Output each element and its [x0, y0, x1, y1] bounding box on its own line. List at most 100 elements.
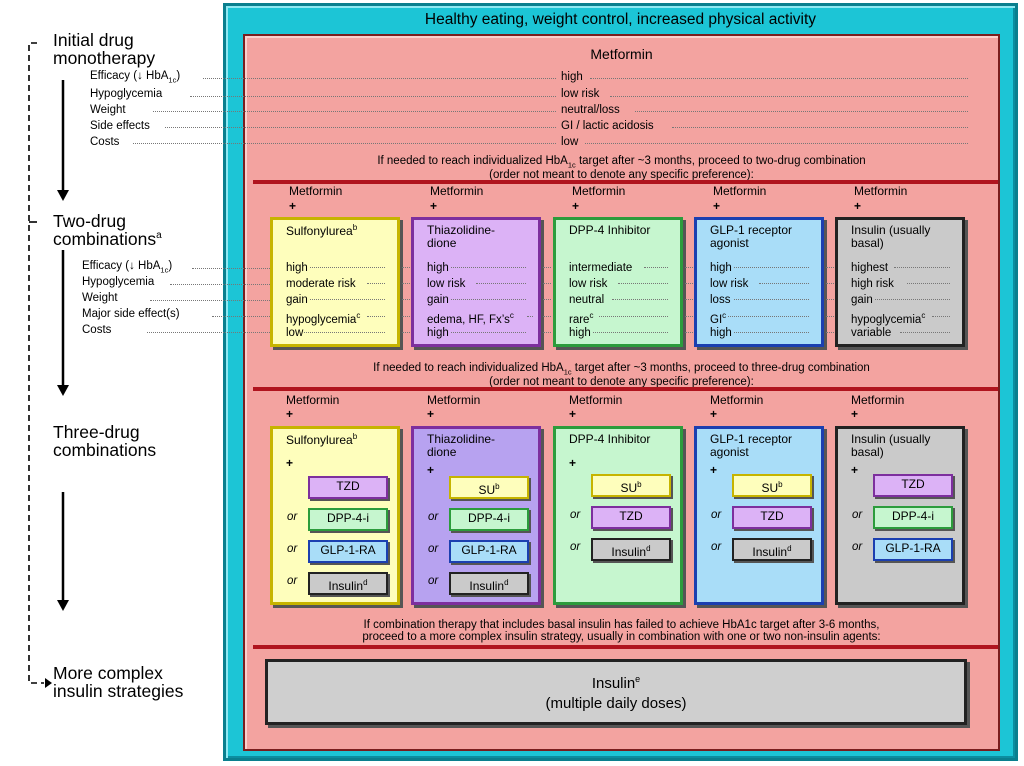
card-value: gain [427, 294, 449, 307]
card-value: low risk [710, 278, 749, 291]
stage-two-label: Two-drug combinationsa [53, 211, 162, 250]
card-value: high [427, 262, 449, 274]
or-label: or [428, 543, 439, 555]
card-value: hypoglycemiac [286, 310, 361, 326]
leader-line [685, 283, 693, 285]
card-value: variable [851, 326, 892, 339]
or-label: or [287, 543, 298, 555]
combo-metformin-label: Metformin [854, 184, 908, 198]
divider-line [253, 180, 998, 184]
leader-line [402, 331, 410, 333]
leader-line [643, 267, 668, 268]
leader-line [165, 127, 556, 128]
divider-line [253, 645, 998, 649]
combo-metformin-label: Metformin [430, 184, 484, 198]
stage-three-label: Three-drug combinations [53, 422, 157, 461]
card-title: Insulin (usually basal) [851, 223, 931, 251]
leader-line [618, 283, 668, 285]
combo-metformin-label: Metformin [713, 184, 767, 198]
or-label: or [287, 511, 298, 523]
leader-line [894, 267, 950, 268]
option-tzd-box: TZD [732, 506, 812, 529]
option-dpp-4-i-box: DPP-4-i [308, 508, 388, 531]
plus-sign: + [289, 199, 297, 213]
lifestyle-title: Healthy eating, weight control, increase… [424, 11, 817, 28]
option-glp-1-ra-box: GLP-1-RA [308, 540, 388, 563]
leader-line [543, 267, 551, 268]
card-value: low risk [569, 278, 608, 291]
leader-line [133, 143, 556, 144]
leader-line [734, 299, 809, 301]
leader-line [543, 299, 551, 301]
card-value: loss [710, 294, 731, 307]
card-value: high [710, 262, 732, 274]
plus-sign: + [286, 407, 294, 421]
plus-sign: + [569, 456, 577, 470]
card-value: neutral [569, 294, 605, 307]
two-label-side-effect: Major side effect(s) [82, 308, 180, 320]
plus-sign: + [710, 407, 718, 421]
or-label: or [428, 511, 439, 523]
card-value: high risk [851, 278, 894, 291]
leader-line [906, 283, 950, 285]
therapy-inner-box [243, 34, 1000, 751]
leader-line [826, 299, 834, 301]
leader-line [685, 315, 693, 317]
card-value: high [569, 326, 591, 339]
leader-line [402, 267, 410, 268]
note-two-drug: If needed to reach individualized HbA1c … [377, 155, 866, 182]
card-value: low [286, 326, 304, 339]
two-label-efficacy: Efficacy (↓ HbA1c) [82, 260, 173, 275]
leader-line [727, 315, 809, 317]
card-title: Thiazolidine- dione [427, 223, 496, 251]
leader-line [590, 78, 968, 79]
plus-sign: + [427, 463, 435, 477]
combo-metformin-label: Metformin [710, 393, 764, 407]
mono-label-efficacy: Efficacy (↓ HbA1c) [90, 70, 181, 85]
leader-line [593, 331, 668, 333]
mono-label-hypoglycemia: Hypoglycemia [90, 88, 163, 100]
leader-line [153, 111, 556, 112]
option-tzd-box: TZD [873, 474, 953, 497]
option-glp-1-ra-box: GLP-1-RA [873, 538, 953, 561]
card-title: DPP-4 Inhibitor [569, 223, 651, 237]
option-insulin-box: Insulind [732, 538, 812, 561]
leader-line [635, 111, 968, 112]
plus-sign: + [854, 199, 862, 213]
leader-line [931, 315, 950, 317]
leader-line [826, 331, 834, 333]
leader-line [476, 283, 526, 285]
plus-sign: + [430, 199, 438, 213]
option-su-box: SUb [591, 474, 671, 497]
metformin-value-hypoglycemia: low risk [561, 88, 600, 100]
metformin-value-costs: low [561, 136, 579, 148]
plus-sign: + [286, 456, 294, 470]
note-three-drug: If needed to reach individualized HbA1c … [373, 362, 870, 389]
divider-line [253, 387, 998, 391]
or-label: or [711, 541, 722, 553]
plus-sign: + [427, 407, 435, 421]
leader-line [685, 267, 693, 268]
card-value: rarec [569, 310, 594, 326]
plus-sign: + [572, 199, 580, 213]
card-title: GLP-1 receptor agonist [710, 223, 793, 251]
card-value: gain [851, 294, 873, 307]
leader-line [672, 127, 968, 128]
metformin-value-side-effects: GI / lactic acidosis [561, 120, 654, 132]
card-value: high [427, 326, 449, 339]
leader-line [585, 143, 968, 144]
card-title: Sulfonylureab [286, 432, 358, 447]
card-title: Sulfonylureab [286, 223, 358, 238]
leader-line [543, 283, 551, 285]
leader-line [610, 96, 968, 97]
or-label: or [428, 575, 439, 587]
leader-line [759, 283, 809, 285]
two-label-hypoglycemia: Hypoglycemia [82, 276, 155, 288]
